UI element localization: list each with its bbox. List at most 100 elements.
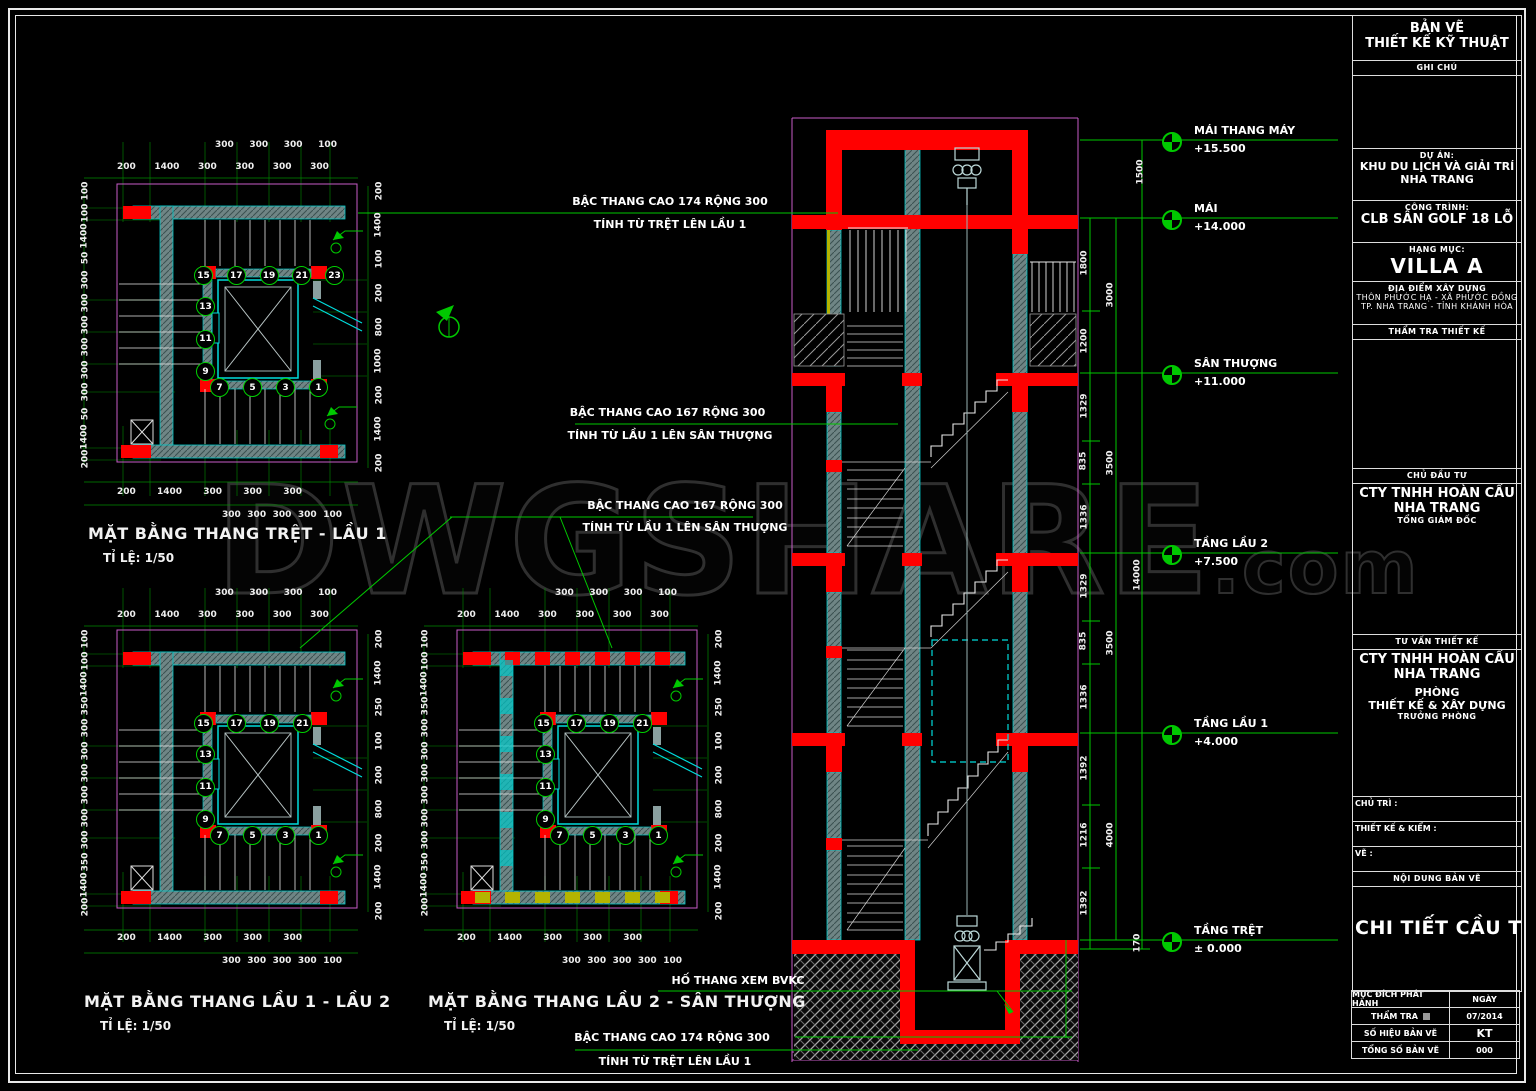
- annotation-hole: HỐ THANG XEM BVKC: [671, 974, 805, 987]
- tb-purpose-label: MỤC ĐÍCH PHÁT HÀNH: [1351, 990, 1450, 1008]
- sec-dim-1500: 1500: [1135, 159, 1146, 185]
- sheet-outer-frame: [8, 8, 1526, 1083]
- tb-sheet-no-value: KT: [1449, 1024, 1520, 1042]
- level-value-5: ± 0.000: [1194, 942, 1242, 955]
- level-marker-mai: [1162, 210, 1182, 230]
- level-value-0: +15.500: [1194, 142, 1246, 155]
- level-marker-lau-1: [1162, 725, 1182, 745]
- tb-release-table: MỤC ĐÍCH PHÁT HÀNH NGÀY THẨM TRA 07/2014…: [1351, 990, 1522, 1059]
- tb-consultant-dept2: THIẾT KẾ & XÂY DỰNG: [1368, 699, 1506, 712]
- annotation-1-line2: TÍNH TỪ TRỆT LÊN LẦU 1: [593, 218, 747, 231]
- tb-row1-label: THẨM TRA: [1351, 1007, 1450, 1025]
- sec-dim-1329b: 1329: [1079, 573, 1090, 599]
- title-block: BẢN VẼ THIẾT KẾ KỸ THUẬT GHI CHÚ DỰ ÁN: …: [1351, 15, 1522, 1059]
- tb-row1-value: 07/2014: [1449, 1007, 1520, 1025]
- tb-sheet-no-label: SỐ HIỆU BẢN VẼ: [1351, 1024, 1450, 1042]
- tb-work-name: CLB SÂN GOLF 18 LỖ: [1360, 212, 1514, 227]
- tb-consultant: CTY TNHH HOÀN CẦU NHA TRANG PHÒNG THIẾT …: [1352, 649, 1522, 797]
- tb-drawing-title: CHI TIẾT CẦU THANG: [1355, 917, 1522, 939]
- tb-project-name1: KHU DU LỊCH VÀ GIẢI TRÍ: [1359, 160, 1515, 173]
- level-value-3: +7.500: [1194, 555, 1239, 568]
- sec-dim-1392b: 1392: [1079, 890, 1090, 916]
- sheet-inner-frame: [15, 15, 1517, 1074]
- tb-project-label: DỰ ÁN:: [1419, 151, 1455, 160]
- tb-doc-type: BẢN VẼ THIẾT KẾ KỸ THUẬT: [1352, 15, 1522, 61]
- sec-dim-3500a: 3500: [1105, 450, 1116, 476]
- p2-title: MẶT BẰNG THANG LẦU 1 - LẦU 2: [84, 992, 391, 1011]
- tb-consultant-title: TRƯỞNG PHÒNG: [1397, 712, 1477, 721]
- sec-dim-3000: 3000: [1105, 282, 1116, 308]
- p1-title: MẶT BẰNG THANG TRỆT - LẦU 1: [88, 524, 387, 543]
- p3-scale: TỈ LỆ: 1/50: [444, 1019, 516, 1033]
- sec-dim-1329a: 1329: [1079, 393, 1090, 419]
- sec-dim-170: 170: [1132, 933, 1143, 953]
- level-value-1: +14.000: [1194, 220, 1246, 233]
- annotation-3-line1: BẬC THANG CAO 167 RỘNG 300: [587, 499, 783, 512]
- tham-tra-stamp-mark: [1422, 1012, 1430, 1020]
- sec-dim-1336b: 1336: [1079, 684, 1090, 710]
- tb-project-name2: NHA TRANG: [1400, 173, 1474, 186]
- level-name-1: MÁI: [1194, 202, 1218, 215]
- section-cut-symbol: [436, 305, 460, 338]
- tb-content-label: NỘI DUNG BẢN VẼ: [1352, 871, 1522, 887]
- tb-doc-type-line1: BẢN VẼ: [1409, 21, 1465, 36]
- annotation-1-line1: BẬC THANG CAO 174 RỘNG 300: [572, 195, 768, 208]
- tb-doc-type-line2: THIẾT KẾ KỸ THUẬT: [1365, 36, 1509, 51]
- p2-scale: TỈ LỆ: 1/50: [100, 1019, 172, 1033]
- tb-item: HẠNG MỤC: VILLA A: [1352, 242, 1522, 282]
- tb-notes-label: GHI CHÚ: [1352, 60, 1522, 76]
- sec-dim-1216: 1216: [1079, 822, 1090, 848]
- tb-review-box: [1352, 339, 1522, 469]
- sec-dim-1200: 1200: [1079, 328, 1090, 354]
- sec-dim-3500b: 3500: [1105, 630, 1116, 656]
- level-name-2: SÂN THƯỢNG: [1194, 357, 1278, 370]
- tb-owner-title: TỔNG GIÁM ĐỐC: [1397, 516, 1477, 525]
- level-name-4: TẦNG LẦU 1: [1194, 717, 1269, 730]
- level-marker-lau-2: [1162, 545, 1182, 565]
- tb-consultant-dept1: PHÒNG: [1414, 686, 1460, 699]
- tb-item-name: VILLA A: [1390, 254, 1484, 278]
- tb-location-line2: TP. NHA TRANG - TỈNH KHÁNH HÒA: [1360, 302, 1514, 311]
- level-marker-tret: [1162, 932, 1182, 952]
- tb-project: DỰ ÁN: KHU DU LỊCH VÀ GIẢI TRÍ NHA TRANG: [1352, 148, 1522, 201]
- annotation-2-line1: BẬC THANG CAO 167 RỘNG 300: [569, 406, 766, 419]
- level-name-5: TẦNG TRỆT: [1194, 924, 1264, 937]
- tb-designer: THIẾT KẾ & KIỂM :: [1352, 821, 1522, 847]
- annotation-2-line2: TÍNH TỪ LẦU 1 LÊN SÂN THƯỢNG: [567, 429, 773, 442]
- sec-dim-1800: 1800: [1079, 250, 1090, 276]
- tb-drafter: VẼ :: [1352, 846, 1522, 872]
- tb-item-label: HẠNG MỤC:: [1408, 245, 1466, 254]
- sec-dim-835b: 835: [1078, 631, 1089, 651]
- tb-owner: CTY TNHH HOÀN CẦU NHA TRANG TỔNG GIÁM ĐỐ…: [1352, 483, 1522, 635]
- level-marker-mai-thang-may: [1162, 132, 1182, 152]
- annotation-5-line1: BẬC THANG CAO 174 RỘNG 300: [574, 1031, 770, 1044]
- sec-dim-1392a: 1392: [1079, 755, 1090, 781]
- tb-location-label: ĐỊA ĐIỂM XÂY DỰNG: [1387, 284, 1487, 293]
- tb-review-label: THẨM TRA THIẾT KẾ: [1352, 324, 1522, 340]
- tb-total-label: TỔNG SỐ BẢN VẼ: [1351, 1041, 1450, 1059]
